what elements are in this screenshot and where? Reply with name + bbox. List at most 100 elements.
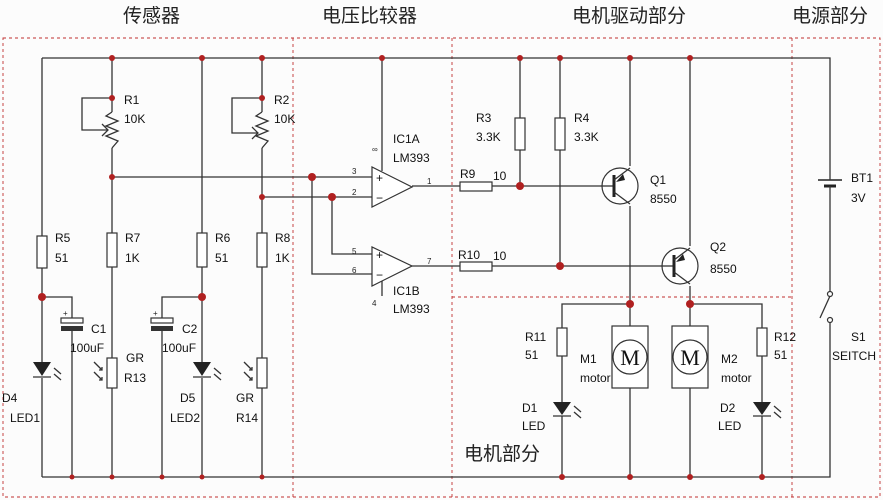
svg-text:D1: D1 (522, 401, 538, 415)
svg-text:R5: R5 (55, 231, 71, 245)
svg-text:100uF: 100uF (70, 341, 104, 355)
svg-text:10K: 10K (124, 112, 145, 126)
svg-text:∞: ∞ (372, 145, 378, 154)
svg-text:1: 1 (427, 177, 432, 186)
resistor-r4 (554, 117, 566, 151)
svg-text:3.3K: 3.3K (476, 130, 501, 144)
svg-text:8550: 8550 (710, 262, 737, 276)
svg-text:51: 51 (55, 251, 69, 265)
svg-text:M1: M1 (580, 352, 597, 366)
svg-text:−: − (376, 191, 383, 205)
svg-text:7: 7 (427, 257, 432, 266)
section-title-power: 电源部分 (792, 5, 868, 27)
svg-text:1K: 1K (125, 251, 140, 265)
svg-text:R12: R12 (774, 330, 796, 344)
svg-text:R1: R1 (124, 93, 140, 107)
svg-text:IC1B: IC1B (393, 284, 420, 298)
resistor-r3 (514, 117, 526, 151)
resistor-r8 (256, 232, 268, 268)
svg-text:Q1: Q1 (650, 173, 666, 187)
svg-text:S1: S1 (851, 330, 866, 344)
svg-text:M: M (680, 345, 700, 370)
resistor-r12 (756, 327, 768, 357)
svg-text:C2: C2 (182, 322, 198, 336)
svg-text:R6: R6 (215, 231, 231, 245)
svg-text:4: 4 (372, 299, 377, 308)
section-borders (2, 37, 881, 498)
pin-numbers: 3 2 1 5 6 7 ∞ 4 (352, 145, 432, 308)
svg-text:R3: R3 (476, 111, 492, 125)
svg-text:R13: R13 (124, 371, 146, 385)
led-d4 (33, 362, 62, 381)
capacitor-c1: + (60, 309, 84, 331)
svg-text:100uF: 100uF (162, 341, 196, 355)
svg-text:8550: 8550 (650, 192, 677, 206)
resistor-r10 (459, 261, 493, 272)
svg-text:LM393: LM393 (393, 151, 430, 165)
svg-text:51: 51 (525, 348, 539, 362)
battery-bt1 (812, 150, 848, 280)
potentiometer-r2 (251, 111, 270, 149)
svg-text:51: 51 (774, 348, 788, 362)
svg-text:R14: R14 (236, 411, 258, 425)
svg-text:motor: motor (580, 371, 611, 385)
svg-text:10: 10 (493, 249, 507, 263)
svg-text:10K: 10K (274, 112, 295, 126)
motor-m2: M (671, 325, 709, 389)
svg-text:BT1: BT1 (851, 171, 873, 185)
section-title-comparator: 电压比较器 (322, 5, 417, 27)
svg-text:3V: 3V (851, 191, 866, 205)
svg-text:3: 3 (352, 167, 357, 176)
svg-text:2: 2 (352, 188, 357, 197)
capacitor-c2: + (150, 309, 174, 331)
photoresistor-r13 (93, 357, 118, 389)
svg-text:−: − (376, 268, 383, 282)
svg-text:C1: C1 (91, 322, 107, 336)
svg-text:LED1: LED1 (10, 411, 40, 425)
transistor-q1 (600, 167, 639, 205)
svg-text:Q2: Q2 (710, 240, 726, 254)
resistor-r11 (556, 327, 568, 357)
resistor-r9 (459, 181, 493, 192)
junction-dots (38, 55, 765, 480)
svg-text:GR: GR (236, 391, 254, 405)
svg-text:D5: D5 (180, 391, 196, 405)
svg-text:R11: R11 (525, 330, 546, 344)
comparator-ic1a: + − (371, 166, 414, 208)
svg-text:R2: R2 (274, 93, 290, 107)
section-title-motor-drive: 电机驱动部分 (572, 5, 686, 27)
svg-text:M2: M2 (721, 352, 738, 366)
svg-text:D2: D2 (720, 401, 736, 415)
potentiometer-r1 (101, 111, 120, 149)
led-d1 (553, 402, 582, 419)
svg-text:GR: GR (126, 351, 144, 365)
resistor-r5 (36, 235, 48, 269)
svg-text:+: + (376, 248, 383, 262)
svg-text:5: 5 (352, 247, 357, 256)
section-title-motor: 电机部分 (464, 443, 540, 465)
svg-text:LED2: LED2 (170, 411, 200, 425)
svg-text:LM393: LM393 (393, 302, 430, 316)
component-labels: R1 10K R2 10K R3 3.3K R4 3.3K R5 51 R7 1… (2, 93, 876, 433)
transistor-q2 (660, 247, 699, 285)
svg-text:motor: motor (721, 371, 752, 385)
comparator-ic1b: + − (371, 246, 414, 287)
led-d5 (193, 362, 222, 381)
switch-s1 (816, 280, 844, 335)
svg-text:51: 51 (215, 251, 229, 265)
svg-text:LED: LED (522, 419, 546, 433)
svg-text:+: + (153, 309, 158, 318)
motor-m1: M (611, 325, 649, 389)
wires (41, 57, 831, 478)
svg-text:3.3K: 3.3K (574, 130, 599, 144)
svg-text:R8: R8 (275, 231, 291, 245)
svg-text:LED: LED (718, 419, 742, 433)
svg-text:+: + (376, 171, 383, 185)
led-d2 (753, 402, 782, 419)
svg-text:SEITCH: SEITCH (832, 349, 876, 363)
svg-text:R7: R7 (125, 231, 141, 245)
svg-text:IC1A: IC1A (393, 132, 420, 146)
section-title-sensor: 传感器 (123, 5, 180, 27)
resistor-r6 (196, 232, 208, 268)
